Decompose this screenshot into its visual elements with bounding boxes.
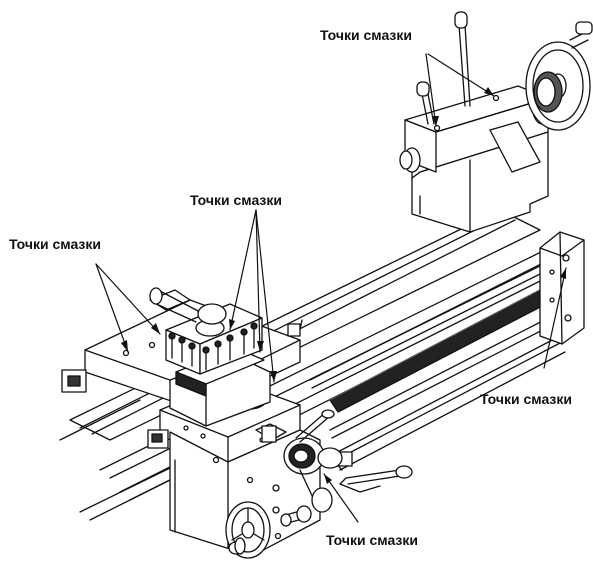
tool-post xyxy=(149,287,271,427)
label-tailstock-lubrication-points: Точки смазки xyxy=(320,27,412,43)
label-apron-lubrication-points: Точки смазки xyxy=(326,532,418,548)
leader-arrowheads xyxy=(121,87,566,484)
label-bracket-lubrication-points: Точки смазки xyxy=(480,391,572,407)
label-tool-post-lubrication-points: Точки смазки xyxy=(190,192,282,208)
feed-controls xyxy=(255,409,413,527)
label-carriage-lubrication-points: Точки смазки xyxy=(9,236,101,252)
tailstock-handwheel xyxy=(525,21,593,131)
leader-lines xyxy=(95,53,567,523)
tailstock xyxy=(399,11,561,233)
